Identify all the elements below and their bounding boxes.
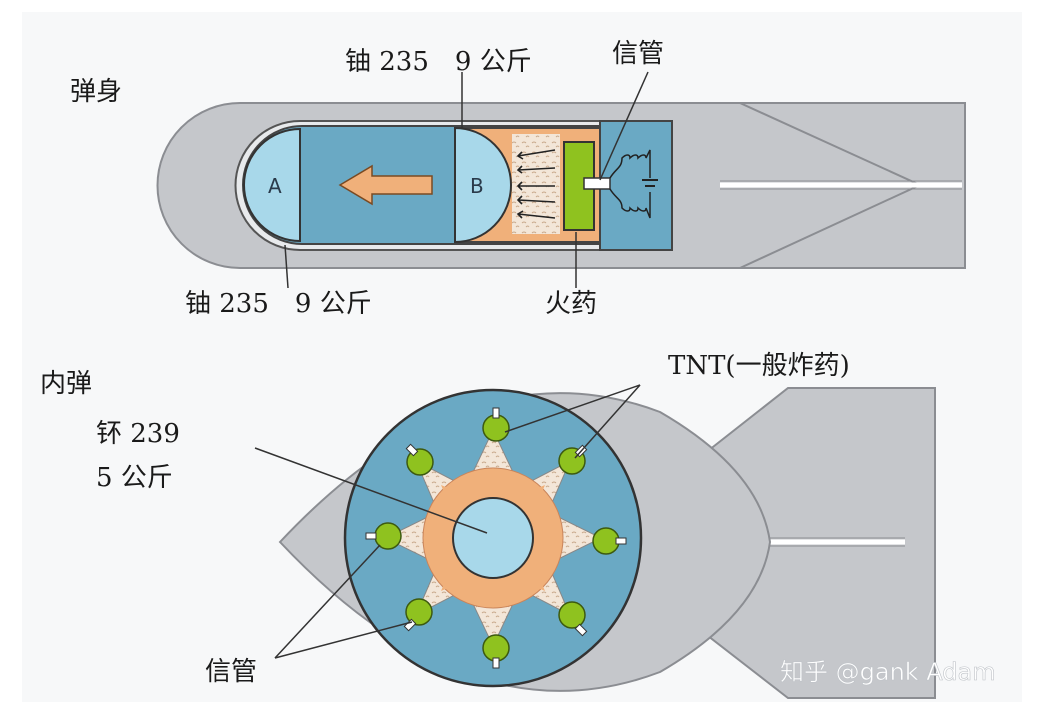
uranium-piece-a: [243, 127, 301, 243]
top-fuse-label: 信管: [612, 39, 664, 69]
piece-a-label: A: [268, 174, 282, 198]
detonator-bottom: [482, 634, 510, 662]
watermark: 知乎 @gank Adam: [780, 658, 996, 686]
material-label: 钚 239: [96, 419, 180, 449]
powder-label: 火药: [545, 289, 597, 319]
top-mass-label: 铀 235 9 公斤: [345, 47, 532, 77]
piece-b-label: B: [470, 174, 484, 198]
fuses-label: 信管: [205, 657, 257, 687]
bottom-mass-label: 铀 235 9 公斤: [185, 289, 372, 319]
tnt-label: TNT(一般炸药): [668, 351, 850, 381]
implosion-bomb: [254, 384, 936, 699]
detonator-bottom-right: [558, 601, 586, 629]
pressure-arrows-icon: [516, 149, 556, 219]
bottom-title-label: 内弹: [40, 369, 92, 399]
uranium-piece-b: [454, 126, 512, 244]
top-title-label: 弹身: [70, 77, 122, 107]
material-mass-label: 5 公斤: [96, 463, 173, 493]
detonator-bottom-left: [405, 598, 433, 626]
detonator-right: [592, 527, 620, 555]
left-arrow-icon: [338, 164, 433, 206]
circuit-coil-icon: [609, 149, 658, 219]
detonator-top: [482, 414, 510, 442]
fuse-compartment: [599, 120, 673, 251]
fuse-plug: [583, 177, 611, 190]
plutonium-core: [452, 497, 534, 579]
gun-type-bomb: A B: [156, 71, 966, 289]
